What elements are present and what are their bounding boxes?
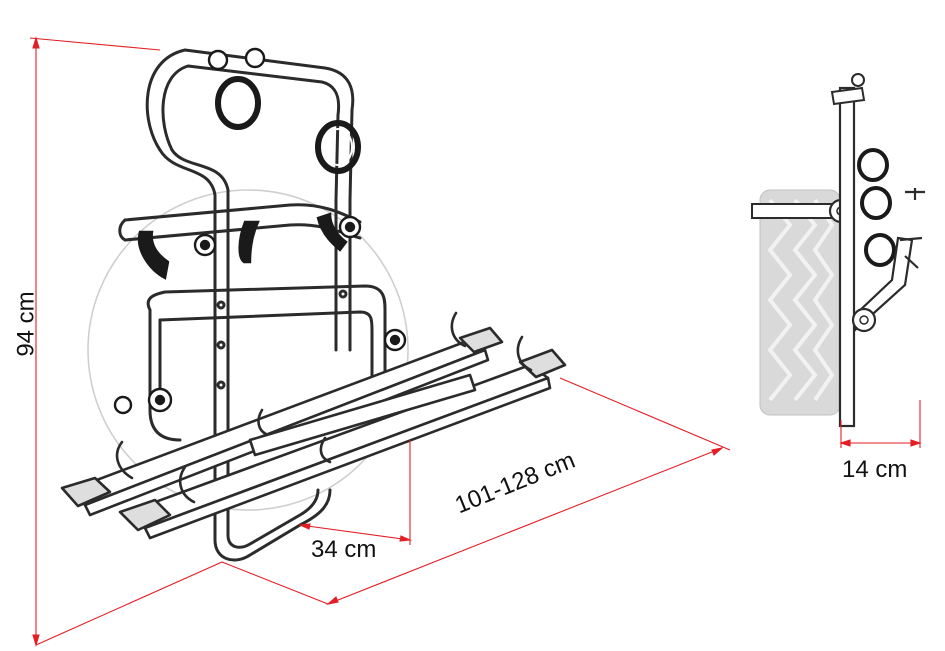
depth-dimension-label: 34 cm bbox=[311, 536, 377, 563]
wheel-rails bbox=[60, 326, 567, 540]
spare-wheel-outline bbox=[87, 189, 409, 511]
frame-clamps bbox=[113, 47, 407, 415]
wheel-hooks bbox=[115, 311, 533, 504]
height-dimension-label: 94 cm bbox=[12, 291, 40, 357]
side-view bbox=[751, 73, 925, 428]
dimension-lines bbox=[29, 36, 922, 647]
side-depth-dimension-label: 14 cm bbox=[842, 456, 908, 483]
rack-frame bbox=[118, 48, 387, 562]
